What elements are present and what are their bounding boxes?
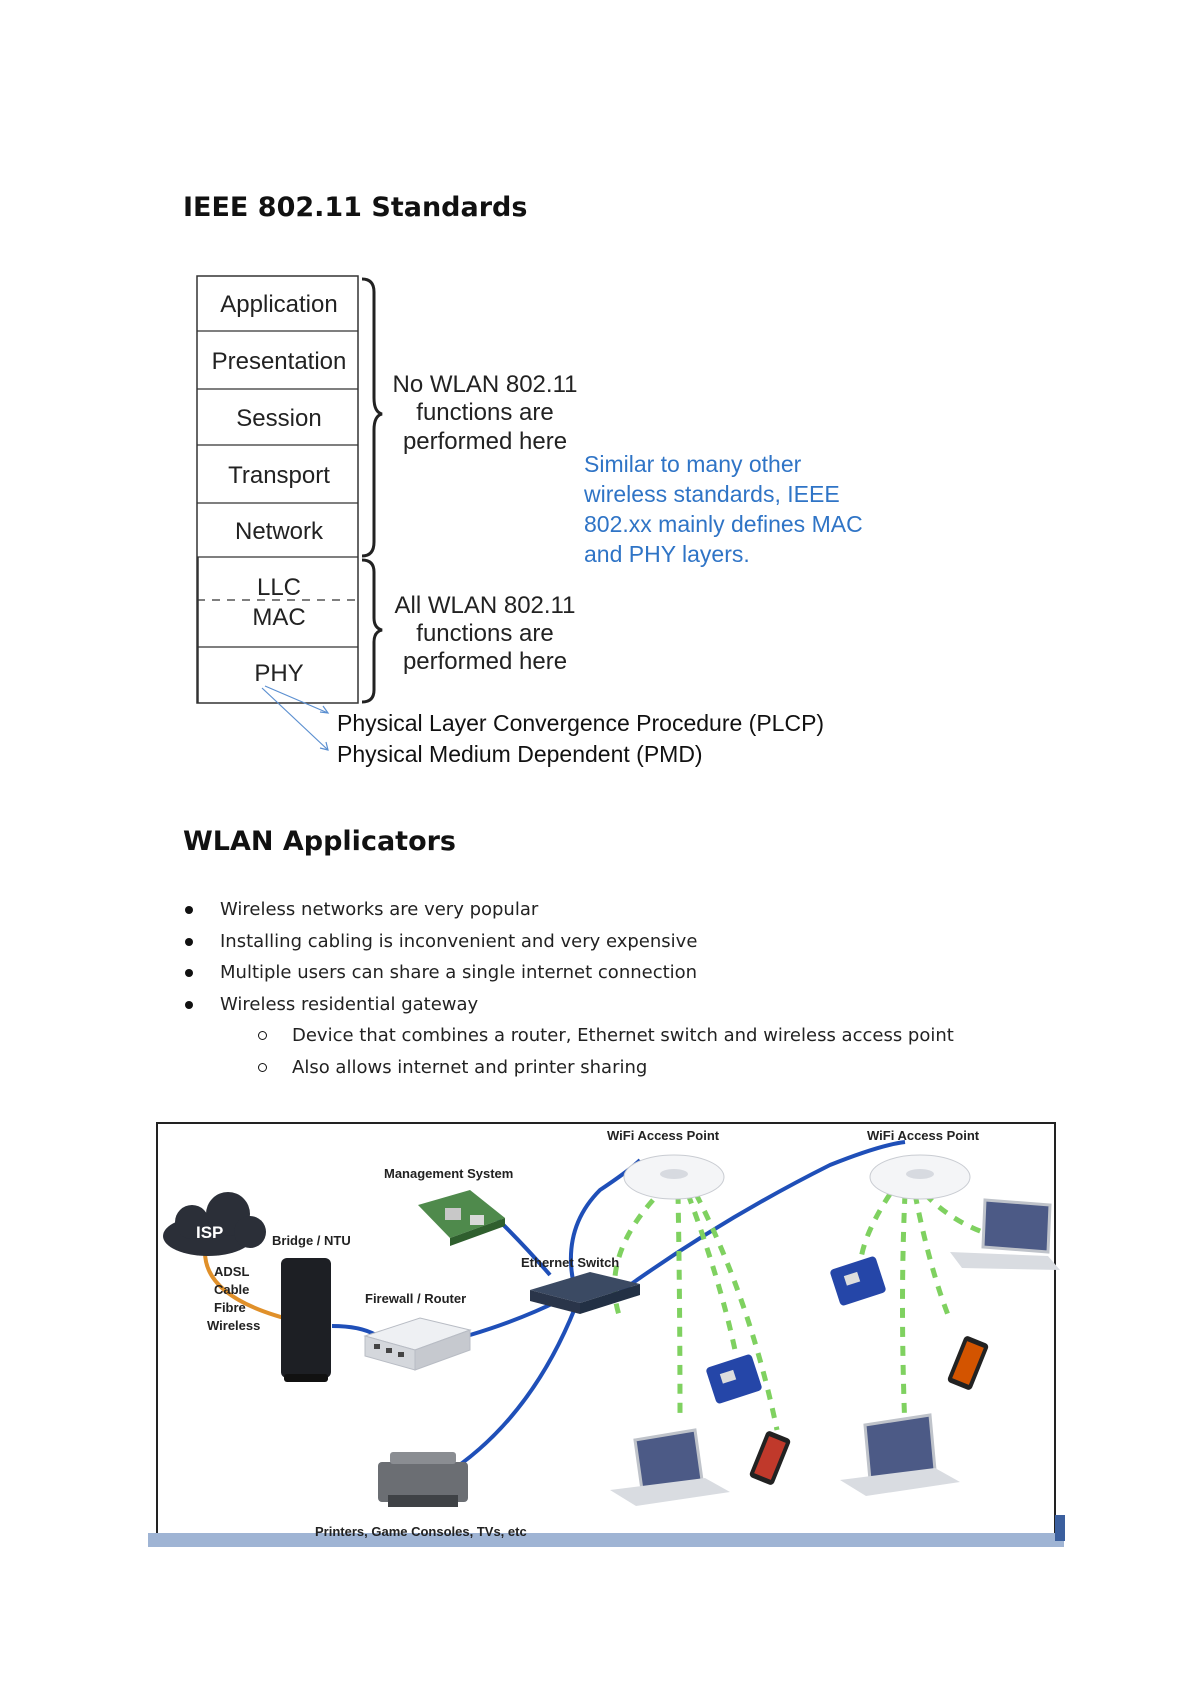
bullet-ring: [258, 1062, 267, 1072]
ethernet-switch-icon: [530, 1272, 640, 1314]
side-note-line-4: and PHY layers.: [584, 541, 750, 567]
bullet-dot: [185, 969, 193, 977]
layer-phy: PHY: [254, 660, 303, 687]
section-heading-ieee: IEEE 802.11 Standards: [183, 192, 528, 223]
side-note-line-3: 802.xx mainly defines MAC: [584, 511, 863, 537]
isp-link-cable: Cable: [214, 1282, 249, 1297]
bullet-dot: [185, 906, 193, 914]
layer-llc: LLC: [257, 574, 301, 601]
upper-note-line-1: No WLAN 802.11: [393, 371, 578, 398]
laptop-icon: [840, 1413, 960, 1496]
management-label: Management System: [384, 1166, 513, 1181]
sub-list-item: Device that combines a router, Ethernet …: [180, 1020, 954, 1052]
pmd-label: Physical Medium Dependent (PMD): [337, 741, 703, 767]
upper-note-line-2: functions are: [416, 399, 553, 426]
wlan-bullet-list: Wireless networks are very popular Insta…: [180, 894, 954, 1083]
lower-note-line-1: All WLAN 802.11: [395, 592, 576, 619]
plcp-label: Physical Layer Convergence Procedure (PL…: [337, 710, 824, 736]
smartphone-icon: [749, 1431, 791, 1485]
layer-mac: MAC: [252, 604, 305, 631]
isp-label: ISP: [196, 1223, 223, 1242]
ap1-label: WiFi Access Point: [607, 1128, 720, 1143]
pmd-arrow: [261, 687, 329, 751]
iot-device-icon: [830, 1256, 886, 1306]
side-note-line-2: wireless standards, IEEE: [583, 481, 840, 507]
layer-network: Network: [235, 518, 324, 545]
isp-link-fibre: Fibre: [214, 1300, 246, 1315]
footer-band: [148, 1533, 1064, 1547]
management-board-icon: [418, 1190, 505, 1246]
plcp-arrow: [264, 685, 329, 714]
printers-label: Printers, Game Consoles, TVs, etc: [315, 1524, 527, 1539]
section-heading-wlan: WLAN Applicators: [183, 826, 457, 857]
isp-link-wireless: Wireless: [207, 1318, 260, 1333]
list-item: Wireless networks are very popular: [180, 894, 954, 926]
sub-list-item: Also allows internet and printer sharing: [180, 1052, 954, 1084]
lower-note-line-2: functions are: [416, 620, 553, 647]
layer-session: Session: [236, 405, 321, 432]
ap2-label: WiFi Access Point: [867, 1128, 980, 1143]
isp-link: [203, 1251, 301, 1324]
laptop-icon: [950, 1198, 1060, 1270]
lower-note-line-3: performed here: [403, 648, 567, 675]
isp-cloud-icon: [163, 1192, 266, 1256]
bridge-label: Bridge / NTU: [272, 1233, 351, 1248]
lower-brace: [361, 558, 383, 704]
wifi-access-point-icon: [623, 1154, 725, 1200]
layer-transport: Transport: [228, 462, 330, 489]
layer-application: Application: [220, 291, 337, 318]
switch-label: Ethernet Switch: [521, 1255, 619, 1270]
isp-link-adsl: ADSL: [214, 1264, 249, 1279]
osi-layer-diagram: Application Presentation Session Transpo…: [196, 275, 863, 767]
smartphone-icon: [947, 1336, 989, 1390]
bullet-dot: [185, 937, 193, 946]
wifi-access-point-icon: [869, 1154, 971, 1200]
laptop-icon: [610, 1428, 730, 1506]
list-item: Multiple users can share a single intern…: [180, 957, 954, 989]
bridge-ntu-icon: [281, 1258, 331, 1378]
firewall-router-icon: [363, 1317, 472, 1371]
side-note-line-1: Similar to many other: [584, 451, 802, 477]
list-item: Wireless residential gateway: [180, 989, 954, 1021]
upper-note-line-3: performed here: [403, 428, 567, 455]
iot-device-icon: [706, 1354, 762, 1404]
printer-icon: [378, 1452, 468, 1507]
list-item: Installing cabling is inconvenient and v…: [180, 926, 954, 958]
bullet-dot: [185, 1000, 193, 1009]
bullet-ring: [258, 1031, 267, 1040]
firewall-label: Firewall / Router: [365, 1291, 466, 1306]
upper-brace: [361, 277, 383, 558]
layer-presentation: Presentation: [212, 348, 347, 375]
